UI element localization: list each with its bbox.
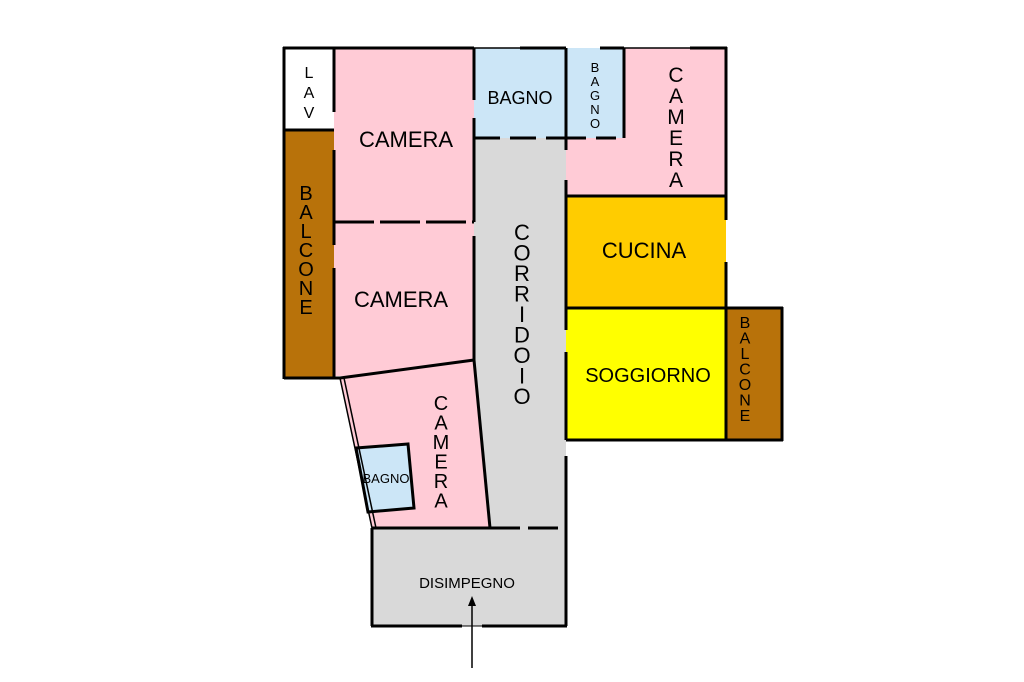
label-disimpegno: DISIMPEGNO (419, 575, 515, 592)
lbl-balcone-right-char: A (740, 331, 751, 348)
lbl-camera-right-char: E (669, 127, 683, 150)
lbl-bagno-narrow-char: N (590, 102, 599, 117)
lbl-camera-bottom-char: M (433, 432, 450, 454)
lbl-corridoio-char: O (513, 384, 530, 409)
lbl-balcone-left-char: N (299, 278, 313, 300)
label-lav: L A V (304, 65, 315, 122)
label-camera-mid-left: CAMERA (354, 287, 448, 312)
label-camera-bottom-left: CAMERA (433, 393, 450, 513)
lbl-balcone-right-char: E (740, 408, 751, 425)
lbl-corridoio-char: D (514, 323, 530, 348)
room-camera-mid-left (334, 222, 474, 376)
label-soggiorno: SOGGIORNO (585, 365, 711, 387)
lbl-camera-bottom-char: R (434, 471, 448, 493)
room-camera-top-left (334, 48, 474, 222)
lbl-camera-right-char: A (669, 85, 683, 108)
lbl-corridoio-char: I (519, 364, 525, 389)
lbl-balcone-left-char: B (299, 183, 312, 205)
lbl-corridoio-char: O (513, 343, 530, 368)
room-balcone-right (726, 308, 782, 440)
lbl-balcone-right-char: B (740, 315, 751, 332)
label-camera-top-left: CAMERA (359, 127, 453, 152)
lbl-camera-bottom-char: A (434, 413, 448, 435)
room-bagno-small-bottom (356, 444, 414, 512)
label-bagno-small-bottom: BAGNO (363, 471, 410, 486)
lbl-corridoio-char: C (514, 220, 530, 245)
lbl-balcone-left-char: L (300, 221, 311, 243)
lbl-corridoio-char: R (514, 282, 530, 307)
lbl-camera-bottom-char: E (434, 452, 447, 474)
room-soggiorno (566, 308, 726, 440)
lbl-camera-right-char: C (668, 64, 683, 87)
walls (282, 46, 784, 628)
label-cucina: CUCINA (602, 238, 687, 263)
lbl-camera-right-char: R (668, 148, 683, 171)
label-lav-c0: L (305, 65, 314, 82)
lbl-balcone-left-char: A (299, 202, 313, 224)
lbl-balcone-right-char: L (741, 346, 750, 363)
lbl-balcone-left-char: O (298, 259, 314, 281)
lbl-balcone-right-char: O (739, 377, 751, 394)
lbl-corridoio-char: R (514, 261, 530, 286)
lbl-balcone-right-char: N (739, 393, 751, 410)
lbl-balcone-left-char: C (299, 240, 313, 262)
label-lav-c2: V (304, 105, 315, 122)
room-lav (284, 48, 334, 130)
room-bagno-top-narrow (566, 48, 624, 138)
room-balcone-left (284, 130, 334, 378)
room-cucina (566, 196, 726, 308)
lbl-balcone-right-char: C (739, 362, 751, 379)
label-bagno-top-narrow: BAGNO (590, 60, 600, 131)
lbl-camera-right-char: M (667, 106, 685, 129)
lbl-bagno-narrow-char: A (591, 74, 600, 89)
lbl-bagno-narrow-char: G (590, 88, 600, 103)
label-camera-top-right: CAMERA (667, 64, 685, 192)
lbl-camera-right-char: A (669, 169, 683, 192)
room-bagno-top (474, 48, 566, 138)
label-lav-c1: A (304, 85, 315, 102)
room-camera-top-right (566, 48, 726, 196)
lbl-bagno-narrow-char: B (591, 60, 600, 75)
lbl-corridoio-char: O (513, 241, 530, 266)
lbl-corridoio-char: I (519, 302, 525, 327)
label-bagno-top: BAGNO (487, 88, 552, 108)
entrance-arrow-icon (468, 596, 476, 668)
lbl-camera-bottom-char: C (434, 393, 448, 415)
room-corridoio (474, 138, 566, 528)
lbl-camera-bottom-char: A (434, 491, 448, 513)
room-disimpegno (372, 528, 566, 626)
lbl-bagno-narrow-char: O (590, 116, 600, 131)
lbl-balcone-left-char: E (299, 297, 312, 319)
